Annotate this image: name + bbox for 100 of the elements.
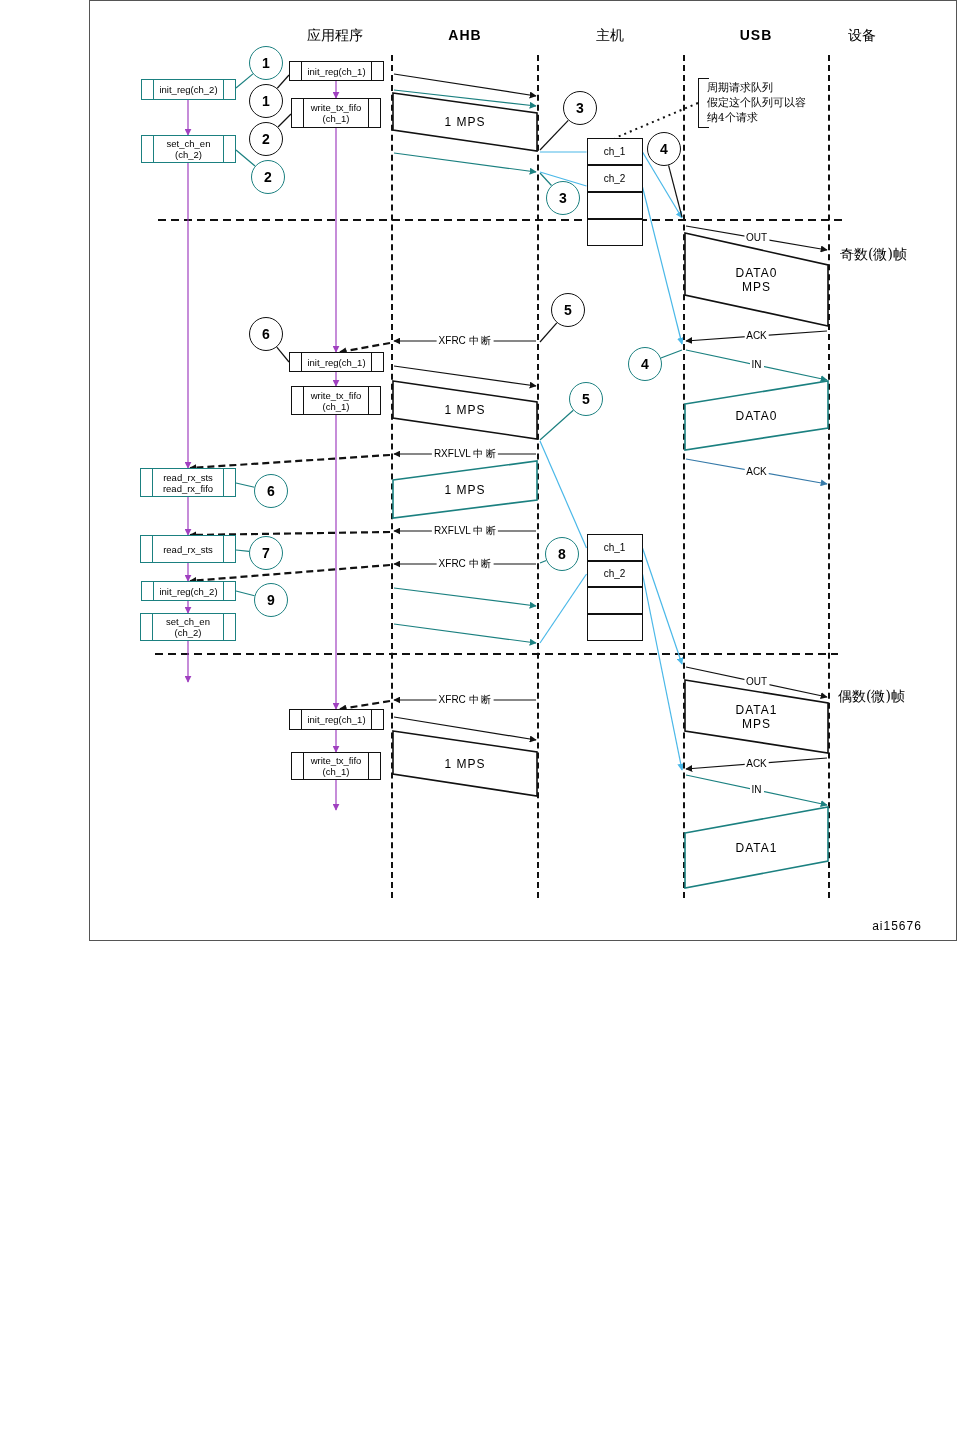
edge-label: XFRC 中 断 — [436, 558, 494, 569]
arrow — [393, 716, 537, 743]
process-box — [291, 752, 381, 780]
column-header: USB — [739, 27, 773, 43]
function-label: write_tx_fifo (ch_1) — [309, 102, 363, 124]
column-header: AHB — [448, 27, 482, 43]
arrow — [332, 371, 340, 387]
data-packet — [684, 233, 829, 326]
message-arrow — [685, 774, 828, 808]
arrow — [641, 151, 683, 219]
queue-entry: ch_2 — [586, 164, 643, 192]
queue-slot — [586, 586, 643, 614]
column-header: 主机 — [596, 27, 624, 45]
arrow — [393, 73, 537, 99]
arrow — [332, 729, 340, 753]
process-box — [141, 79, 236, 100]
function-label: write_tx_fifo (ch_1) — [309, 389, 363, 412]
frame-label: 奇数(微)帧 — [840, 246, 907, 264]
arrow — [641, 186, 684, 345]
callout-number: 4 — [628, 347, 662, 381]
arrow — [184, 562, 192, 582]
function-label: init_reg(ch_1) — [307, 356, 366, 368]
queue-entry: ch_2 — [586, 560, 643, 587]
process-box — [291, 98, 381, 128]
arrow — [189, 563, 391, 584]
lifeline — [683, 55, 685, 898]
process-box — [141, 135, 236, 163]
leader-line — [235, 590, 256, 597]
arrow — [339, 699, 391, 712]
process-box — [140, 613, 236, 641]
leader-line — [235, 482, 256, 488]
edge-label: IN — [749, 784, 764, 795]
leader-line — [539, 409, 574, 441]
arrow — [393, 365, 537, 389]
data-packet — [392, 461, 538, 518]
edge-label: ACK — [744, 757, 769, 769]
arrow — [184, 496, 192, 536]
leader-line — [235, 549, 250, 552]
process-box — [140, 468, 236, 497]
function-label: read_rx_sts — [163, 543, 213, 555]
arrow — [184, 600, 192, 614]
edge-label: OUT — [743, 676, 770, 687]
edge-label: RXFLVL 中 断 — [431, 448, 499, 459]
arrow — [184, 99, 192, 136]
leader-line — [539, 322, 558, 343]
callout-number: 3 — [546, 181, 580, 215]
note-text: 假定这个队列可以容纳4个请求 — [707, 95, 807, 125]
edge-label: ACK — [744, 465, 769, 477]
edge-label: ACK — [744, 330, 769, 341]
leader-line — [667, 164, 683, 218]
packet-label: DATA0 — [734, 408, 779, 423]
lifeline — [391, 55, 393, 898]
data-packet — [392, 381, 538, 439]
edge-label: OUT — [743, 232, 770, 243]
callout-number: 2 — [251, 160, 285, 194]
callout-number: 5 — [569, 382, 603, 416]
arrow — [393, 152, 537, 175]
leader-line — [539, 559, 547, 564]
arrow — [332, 779, 340, 811]
leader-line — [235, 149, 256, 167]
request-queue — [587, 534, 643, 641]
edge-label: IN — [749, 359, 764, 370]
callout-number: 7 — [249, 536, 283, 570]
packet-label: 1 MPS — [443, 756, 487, 771]
callout-number: 1 — [249, 84, 283, 118]
callout-number: 5 — [551, 293, 585, 327]
callout-number: 6 — [254, 474, 288, 508]
data-packet — [684, 381, 829, 450]
function-label: init_reg(ch_2) — [159, 84, 218, 95]
leader-line — [235, 73, 254, 89]
figure-id: ai15676 — [872, 919, 922, 933]
lifeline — [537, 55, 539, 898]
leader-line — [660, 349, 683, 359]
callout-number: 2 — [249, 122, 283, 156]
process-box — [141, 581, 236, 601]
arrow — [339, 341, 391, 355]
column-header: 应用程序 — [307, 27, 363, 45]
arrow — [332, 127, 340, 353]
packet-label: DATA1 MPS — [734, 702, 779, 731]
function-label: init_reg(ch_1) — [307, 65, 366, 77]
process-box — [291, 386, 381, 415]
arrow — [332, 80, 340, 99]
message-arrow — [685, 349, 828, 383]
arrow — [184, 640, 192, 683]
queue-slot — [586, 191, 643, 219]
arrow — [393, 89, 537, 109]
arrow — [332, 414, 340, 710]
lifeline — [828, 55, 830, 898]
arrow — [393, 587, 537, 609]
frame-label: 偶数(微)帧 — [838, 688, 905, 706]
function-label: read_rx_fifo — [162, 482, 214, 494]
data-packet — [684, 807, 829, 888]
function-label: init_reg(ch_2) — [159, 585, 218, 597]
column-header: 设备 — [848, 27, 876, 45]
process-box — [289, 61, 384, 81]
callout-number: 1 — [249, 46, 283, 80]
packet-label: 1 MPS — [443, 482, 487, 497]
arrow — [641, 547, 684, 665]
callout-number: 8 — [545, 537, 579, 571]
note-title: 周期请求队列 — [707, 80, 774, 95]
